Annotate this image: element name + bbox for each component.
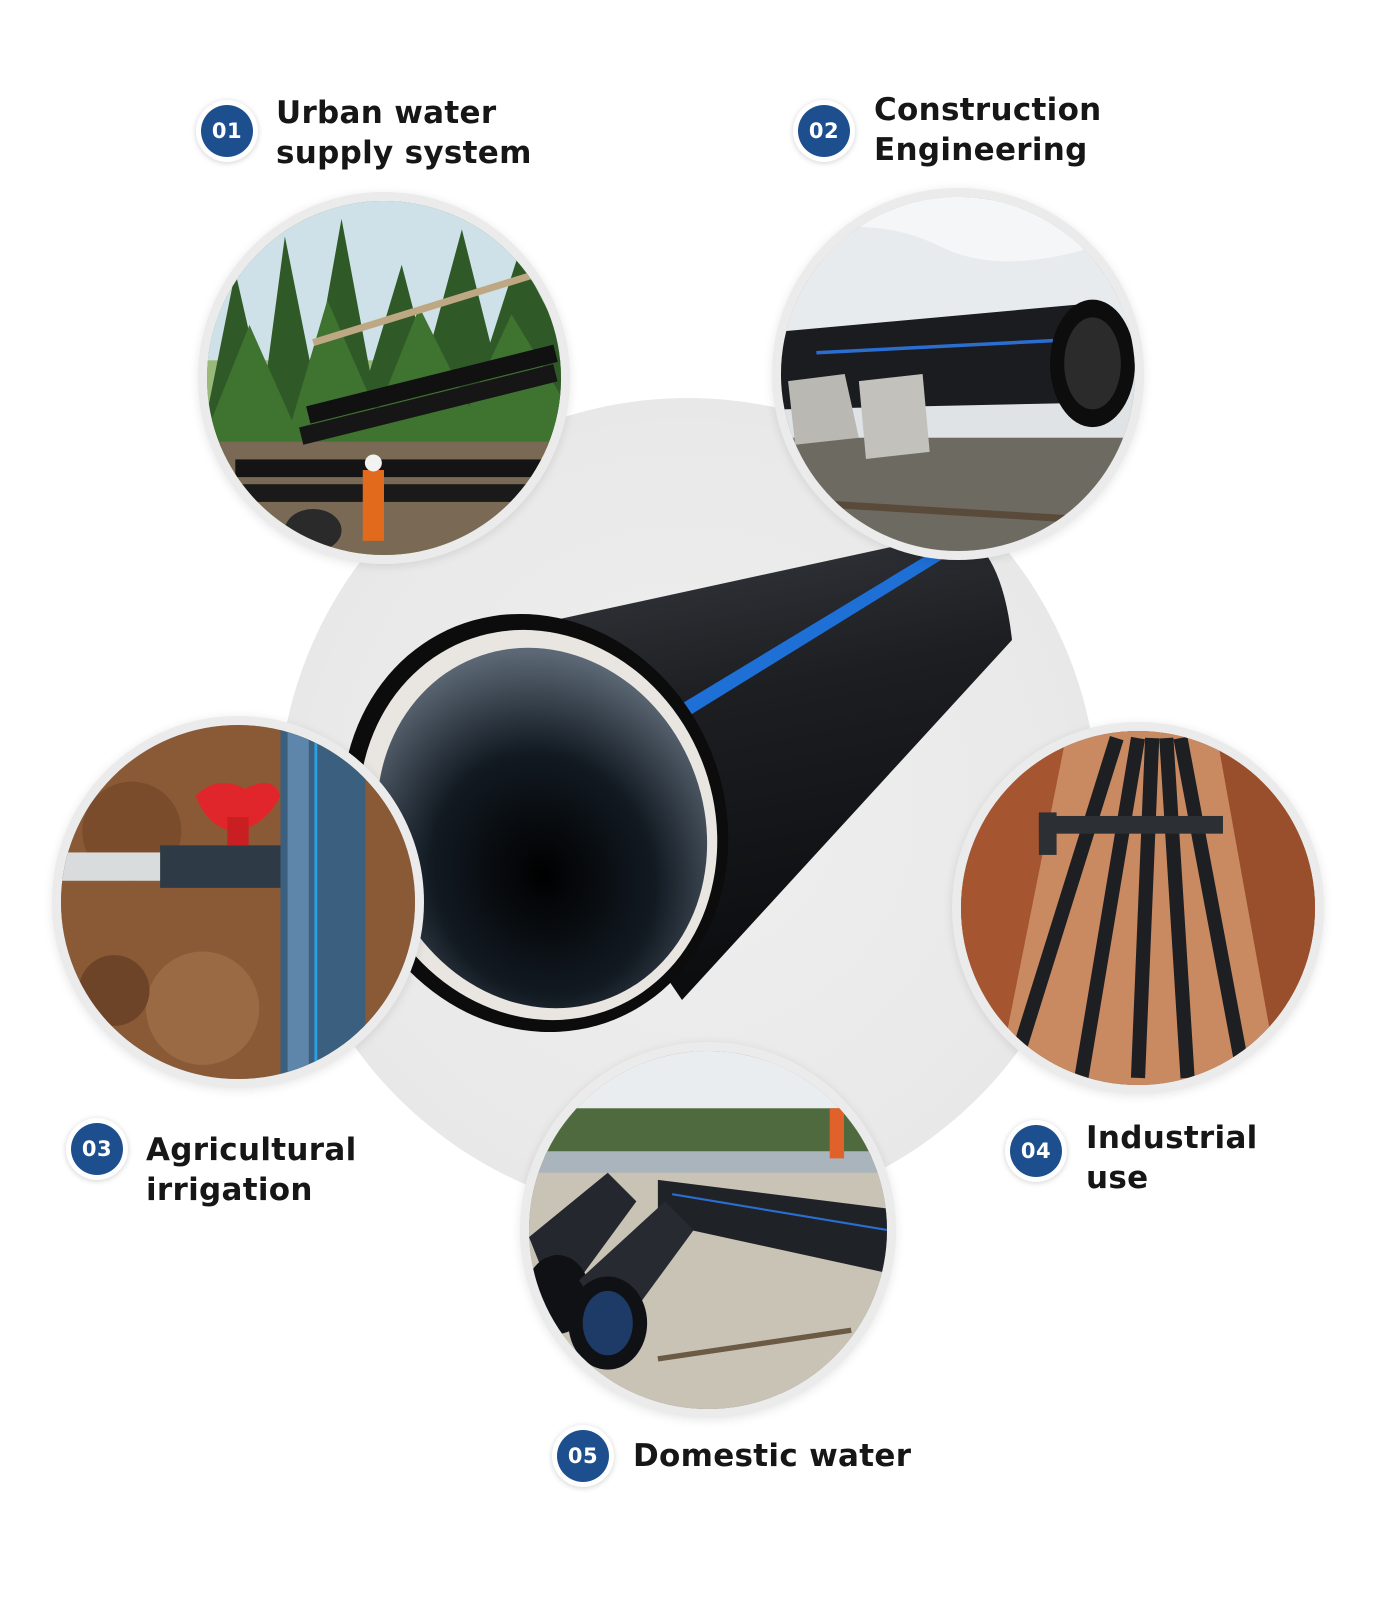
- label-line: Engineering: [874, 132, 1088, 168]
- badge-number: 05: [557, 1430, 609, 1482]
- badge-number: 04: [1010, 1125, 1062, 1177]
- pipes-on-site-icon: [529, 1051, 887, 1409]
- application-label: Construction Engineering: [874, 90, 1102, 170]
- domestic-water-photo: [520, 1042, 896, 1418]
- badge-number: 02: [798, 105, 850, 157]
- label-line: Industrial: [1086, 1120, 1258, 1156]
- large-flanged-pipe-icon: [781, 197, 1135, 551]
- number-badge: 01: [196, 100, 258, 162]
- urban-water-photo: [198, 192, 570, 564]
- number-badge: 02: [793, 100, 855, 162]
- label-line: supply system: [276, 135, 532, 171]
- agricultural-photo: [52, 716, 424, 1088]
- label-line: Urban water: [276, 95, 497, 131]
- label-line: Domestic water: [633, 1438, 912, 1474]
- number-badge: 04: [1005, 1120, 1067, 1182]
- hdpe-pipe-image: [341, 532, 1012, 1033]
- trench-pipes-icon: [961, 731, 1315, 1085]
- application-label: Domestic water: [633, 1436, 911, 1476]
- application-label: Urban water supply system: [276, 93, 532, 173]
- application-label: Industrial use: [1086, 1118, 1258, 1198]
- irrigation-valve-icon: [61, 725, 415, 1079]
- construction-photo: [772, 188, 1144, 560]
- badge-number: 01: [201, 105, 253, 157]
- label-line: irrigation: [146, 1172, 313, 1208]
- badge-number: 03: [71, 1123, 123, 1175]
- label-line: use: [1086, 1160, 1149, 1196]
- number-badge: 03: [66, 1118, 128, 1180]
- label-line: Construction: [874, 92, 1102, 128]
- industrial-photo: [952, 722, 1324, 1094]
- number-badge: 05: [552, 1425, 614, 1487]
- application-label: Agricultural irrigation: [146, 1130, 357, 1210]
- label-line: Agricultural: [146, 1132, 357, 1168]
- pipe-lifting-crane-icon: [207, 201, 561, 555]
